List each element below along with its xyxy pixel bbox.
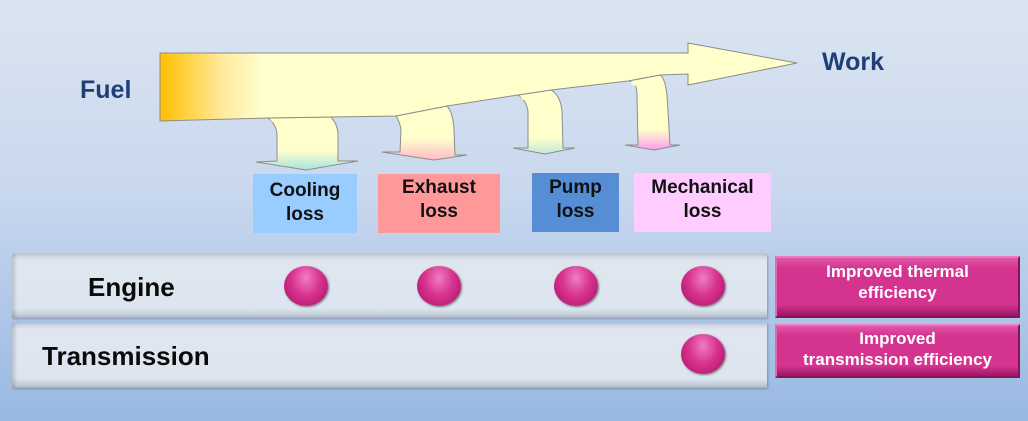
matrix-row-transmission: Transmission [12,323,767,388]
pump-loss-line1: Pump [549,177,602,198]
mechanical-loss-line2: loss [683,201,722,222]
improved-transmission-efficiency-button[interactable]: Improved transmission efficiency [775,324,1020,378]
exhaust-loss-box: Exhaust loss [378,174,500,233]
matrix-row-engine: Engine [12,254,767,318]
work-label: Work [822,48,885,76]
effect-line2: efficiency [858,283,937,302]
cooling-loss-line1: Cooling [269,180,341,201]
pump-loss-line2: loss [556,201,595,222]
exhaust-loss-line1: Exhaust [402,177,476,198]
pump-loss-box: Pump loss [532,173,619,232]
row-label-transmission: Transmission [42,341,210,371]
applies-dot-pump [554,266,598,306]
cooling-loss-line2: loss [285,204,325,225]
improved-thermal-efficiency-button[interactable]: Improved thermal efficiency [775,256,1020,318]
applies-dot-cooling [284,266,328,306]
energy-flow-diagram [159,42,798,171]
mechanical-loss-box: Mechanical loss [634,173,771,232]
mechanical-loss-line1: Mechanical [651,177,754,198]
applies-dot-exhaust [417,266,461,306]
applies-dot-mechanical [681,334,725,374]
effect-line2: transmission efficiency [803,350,992,369]
row-label-engine: Engine [88,272,175,302]
effect-line1: Improved [859,329,936,348]
mechanical-loss-arrow [624,74,681,151]
pump-loss-arrow [512,89,576,155]
applies-dot-mechanical [681,266,725,306]
cooling-loss-arrow [255,116,359,171]
effect-line1: Improved thermal [826,262,969,281]
fuel-label: Fuel [80,76,132,104]
exhaust-loss-line2: loss [419,201,459,222]
fuel-to-work-arrow [159,42,798,122]
cooling-loss-box: Cooling loss [253,174,357,233]
